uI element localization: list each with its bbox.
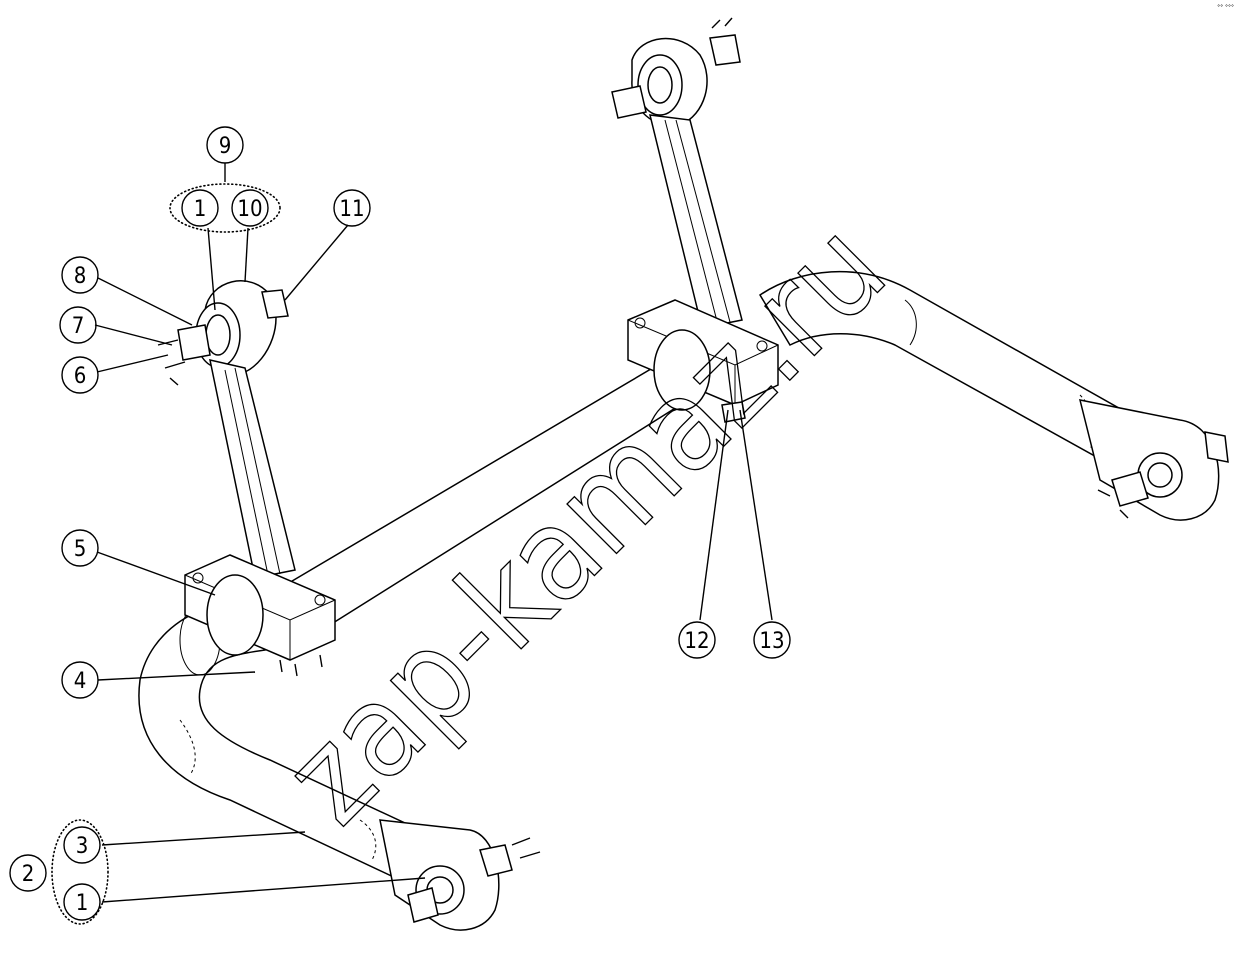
callout-8: 8 [61,256,99,294]
callout-11: 11 [333,189,371,227]
svg-text:12: 12 [684,629,709,654]
bar-end-right [1078,399,1229,521]
svg-text:1: 1 [76,891,89,916]
svg-text:11: 11 [339,197,364,222]
callouts: 9 1 10 11 8 7 6 5 [9,126,791,921]
callout-5: 5 [61,529,99,567]
callout-12: 12 [678,621,716,659]
callout-6: 6 [61,356,99,394]
callout-7: 7 [59,306,97,344]
callout-1-top: 1 [181,189,219,227]
leader-lines [94,163,773,903]
callout-13: 13 [753,621,791,659]
svg-text:8: 8 [74,264,87,289]
svg-text:7: 7 [72,314,85,339]
svg-text:5: 5 [74,537,87,562]
svg-text:3: 3 [76,834,89,859]
svg-text:10: 10 [237,197,262,222]
callout-4: 4 [61,661,99,699]
svg-text:1: 1 [194,197,207,222]
svg-text:9: 9 [219,134,232,159]
bar-end-left [379,819,541,931]
svg-text:6: 6 [74,364,87,389]
watermark-text: zap-kamaz.ru [257,194,914,851]
link-left [157,280,336,677]
group-2-outline [51,819,109,925]
callout-1-bottom: 1 [63,883,101,921]
svg-text:13: 13 [759,629,784,654]
svg-text:4: 4 [74,669,87,694]
corner-mark: °° °°° [1217,4,1234,11]
group-9-outline [169,183,281,233]
link-right [611,17,779,423]
callout-9: 9 [206,126,244,164]
callout-3: 3 [63,826,101,864]
watermark: zap-kamaz.ru [256,194,915,853]
callout-2: 2 [9,854,47,892]
callout-10: 10 [231,189,269,227]
stabilizer-bar [138,270,1141,882]
svg-text:2: 2 [22,862,35,887]
